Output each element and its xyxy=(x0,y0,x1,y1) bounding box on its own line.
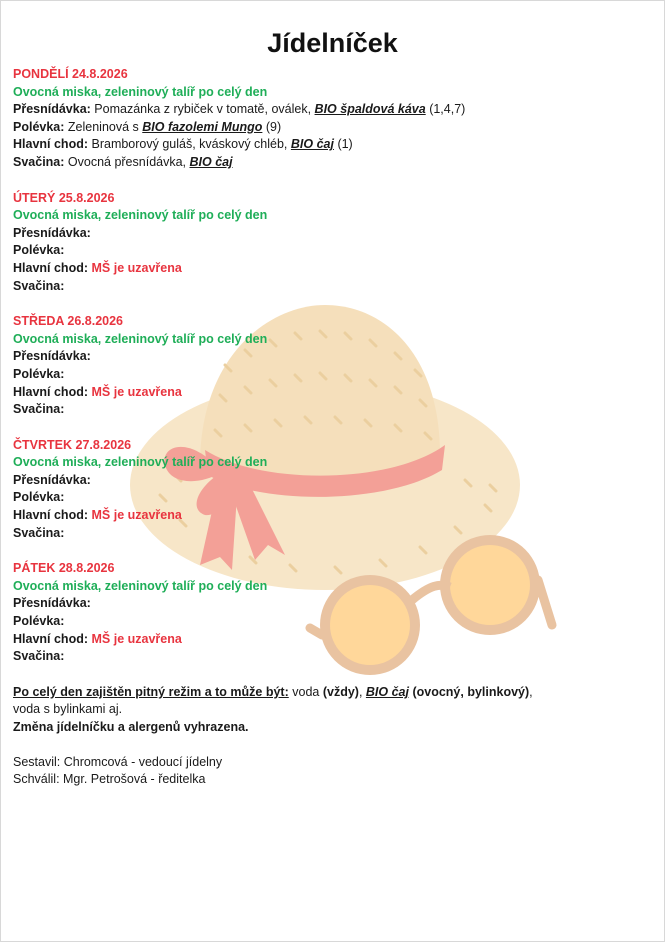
straw-hat-icon xyxy=(130,305,520,590)
drink-always: (vždy) xyxy=(322,684,359,699)
fruit-line: Ovocná miska, zeleninový talíř po celý d… xyxy=(13,578,268,593)
presnidavka-text: Pomazánka z rybiček v tomatě, oválek, xyxy=(90,102,315,117)
drink-line-2: voda s bylinkami aj. xyxy=(13,702,123,717)
bio-item: BIO špaldová káva xyxy=(314,102,426,117)
presnidavka-label: Přesnídávka: xyxy=(13,225,91,240)
svacina-label: Svačina: xyxy=(13,525,65,540)
fruit-line: Ovocná miska, zeleninový talíř po celý d… xyxy=(13,331,268,346)
fruit-line: Ovocná miska, zeleninový talíř po celý d… xyxy=(13,84,268,99)
hlavni-text: Bramborový guláš, kváskový chléb, xyxy=(88,137,291,152)
polevka-label: Polévka: xyxy=(13,490,65,505)
svacina-label: Svačina: xyxy=(13,278,65,293)
drink-sep: , xyxy=(358,684,366,699)
hlavni-label: Hlavní chod: xyxy=(13,384,89,399)
bio-item: BIO fazolemi Mungo xyxy=(142,119,263,134)
allergens: (9) xyxy=(262,119,282,134)
approved-by: Schválil: Mgr. Petrošová - ředitelka xyxy=(13,772,206,787)
presnidavka-row: Přesnídávka: Pomazánka z rybiček v tomat… xyxy=(13,101,653,119)
bio-item: BIO čaj xyxy=(365,684,409,699)
change-note: Změna jídelníčku a alergenů vyhrazena. xyxy=(13,720,249,734)
closed-notice: MŠ je uzavřena xyxy=(91,631,182,646)
hlavni-row: Hlavní chod: Bramborový guláš, kváskový … xyxy=(13,136,653,154)
footer: Po celý den zajištěn pitný režim a to mů… xyxy=(13,684,653,789)
presnidavka-label: Přesnídávka: xyxy=(13,349,91,364)
hlavni-row: Hlavní chod: MŠ je uzavřena xyxy=(13,260,653,278)
hlavni-label: Hlavní chod: xyxy=(13,137,89,152)
day-heading: PONDĚLÍ 24.8.2026 xyxy=(13,67,128,81)
drink-tail: , xyxy=(529,684,533,699)
fruit-line: Ovocná miska, zeleninový talíř po celý d… xyxy=(13,208,268,223)
allergens: (1,4,7) xyxy=(425,102,466,117)
polevka-label: Polévka: xyxy=(13,243,65,258)
svacina-row: Svačina: Ovocná přesnídávka, BIO čaj xyxy=(13,154,653,172)
closed-notice: MŠ je uzavřena xyxy=(91,508,182,523)
closed-notice: MŠ je uzavřena xyxy=(91,384,182,399)
page-title: Jídelníček xyxy=(267,28,398,58)
drink-regime: Po celý den zajištěn pitný režim a to mů… xyxy=(13,684,653,702)
day-wednesday: STŘEDA 26.8.2026 Ovocná miska, zeleninov… xyxy=(13,313,653,419)
polevka-label: Polévka: xyxy=(13,119,65,134)
compiled-by: Sestavil: Chromcová - vedoucí jídelny xyxy=(13,754,223,769)
svacina-label: Svačina: xyxy=(13,649,65,664)
closed-notice: MŠ je uzavřena xyxy=(91,260,182,275)
fruit-line: Ovocná miska, zeleninový talíř po celý d… xyxy=(13,455,268,470)
polevka-label: Polévka: xyxy=(13,614,65,629)
hlavni-row: Hlavní chod: MŠ je uzavřena xyxy=(13,384,653,402)
drink-water: voda xyxy=(288,684,323,699)
hlavni-row: Hlavní chod: MŠ je uzavřena xyxy=(13,507,653,525)
polevka-text: Zeleninová s xyxy=(64,119,143,134)
polevka-row: Polévka: Zeleninová s BIO fazolemi Mungo… xyxy=(13,119,653,137)
day-heading: ČTVRTEK 27.8.2026 xyxy=(13,437,132,452)
day-monday: PONDĚLÍ 24.8.2026 Ovocná miska, zelenino… xyxy=(13,66,653,172)
day-heading: STŘEDA 26.8.2026 xyxy=(13,314,124,329)
bio-item: BIO čaj xyxy=(189,154,233,169)
svacina-text: Ovocná přesnídávka, xyxy=(64,154,190,169)
day-heading: ÚTERÝ 25.8.2026 xyxy=(13,190,115,205)
sunglasses-icon xyxy=(305,535,557,675)
polevka-label: Polévka: xyxy=(13,366,65,381)
hlavni-row: Hlavní chod: MŠ je uzavřena xyxy=(13,631,653,649)
allergens: (1) xyxy=(333,137,353,152)
bio-item: BIO čaj xyxy=(290,137,334,152)
svacina-label: Svačina: xyxy=(13,402,65,417)
presnidavka-label: Přesnídávka: xyxy=(13,596,91,611)
presnidavka-label: Přesnídávka: xyxy=(13,102,91,117)
day-heading: PÁTEK 28.8.2026 xyxy=(13,561,115,576)
drink-label: Po celý den zajištěn pitný režim a to mů… xyxy=(13,684,289,699)
day-friday: PÁTEK 28.8.2026 Ovocná miska, zeleninový… xyxy=(13,560,653,666)
hlavni-label: Hlavní chod: xyxy=(13,508,89,523)
day-thursday: ČTVRTEK 27.8.2026 Ovocná miska, zelenino… xyxy=(13,437,653,543)
drink-kinds: (ovocný, bylinkový) xyxy=(408,684,530,699)
hlavni-label: Hlavní chod: xyxy=(13,631,89,646)
menu-content: PONDĚLÍ 24.8.2026 Ovocná miska, zelenino… xyxy=(13,66,653,789)
hlavni-label: Hlavní chod: xyxy=(13,260,89,275)
summer-illustration xyxy=(130,305,557,675)
svacina-label: Svačina: xyxy=(13,154,65,169)
presnidavka-label: Přesnídávka: xyxy=(13,472,91,487)
day-tuesday: ÚTERÝ 25.8.2026 Ovocná miska, zeleninový… xyxy=(13,190,653,296)
